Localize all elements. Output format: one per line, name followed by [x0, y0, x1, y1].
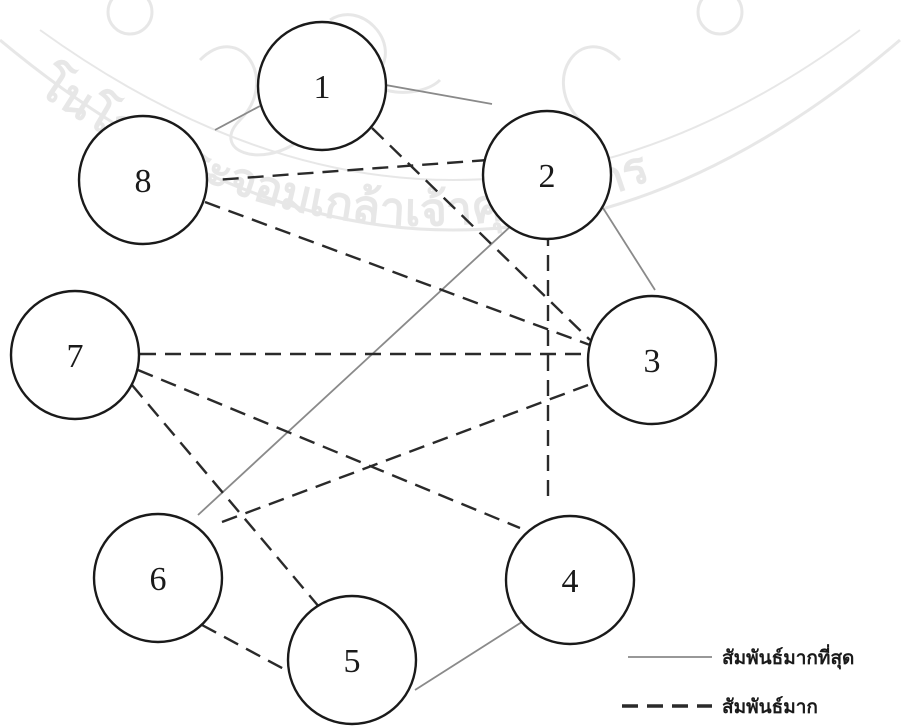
node-circle-2 — [481, 109, 613, 241]
node-5: 5 — [286, 594, 418, 726]
edge-7-4 — [137, 368, 521, 530]
node-label-2: 2 — [539, 158, 556, 195]
node-circle-7 — [9, 289, 141, 421]
node-label-5: 5 — [344, 643, 361, 680]
edge-8-3 — [204, 200, 591, 347]
node-label-1: 1 — [314, 69, 331, 106]
node-label-4: 4 — [562, 563, 579, 600]
node-circle-8 — [77, 114, 209, 246]
edges-layer — [131, 83, 656, 691]
node-6: 6 — [92, 512, 224, 644]
nodes-layer: 1 2 3 4 5 6 7 8 — [9, 20, 718, 726]
node-7: 7 — [9, 289, 141, 421]
node-circle-6 — [92, 512, 224, 644]
node-label-3: 3 — [644, 343, 661, 380]
legend-strong-label: สัมพันธ์มาก — [722, 696, 818, 718]
edge-2-3 — [602, 207, 656, 291]
node-circle-5 — [286, 594, 418, 726]
legend-strongest-label: สัมพันธ์มากที่สุด — [722, 644, 854, 670]
node-circle-4 — [504, 514, 636, 646]
node-4: 4 — [504, 514, 636, 646]
node-circle-1 — [256, 20, 388, 152]
edge-6-5 — [201, 623, 296, 677]
node-circle-3 — [586, 294, 718, 426]
edge-1-8 — [214, 105, 261, 131]
edge-6-3 — [221, 383, 589, 524]
edge-2-8 — [214, 158, 489, 182]
node-2: 2 — [481, 109, 613, 241]
edge-4-5 — [414, 619, 526, 691]
node-label-6: 6 — [150, 561, 167, 598]
node-label-7: 7 — [67, 338, 84, 375]
edge-1-2 — [379, 83, 493, 105]
edge-1-3 — [371, 127, 591, 341]
node-8: 8 — [77, 114, 209, 246]
edge-2-6 — [197, 224, 513, 516]
node-label-8: 8 — [135, 163, 152, 200]
legend: สัมพันธ์มากที่สุด สัมพันธ์มาก — [622, 644, 854, 718]
node-1: 1 — [256, 20, 388, 152]
node-3: 3 — [586, 294, 718, 426]
